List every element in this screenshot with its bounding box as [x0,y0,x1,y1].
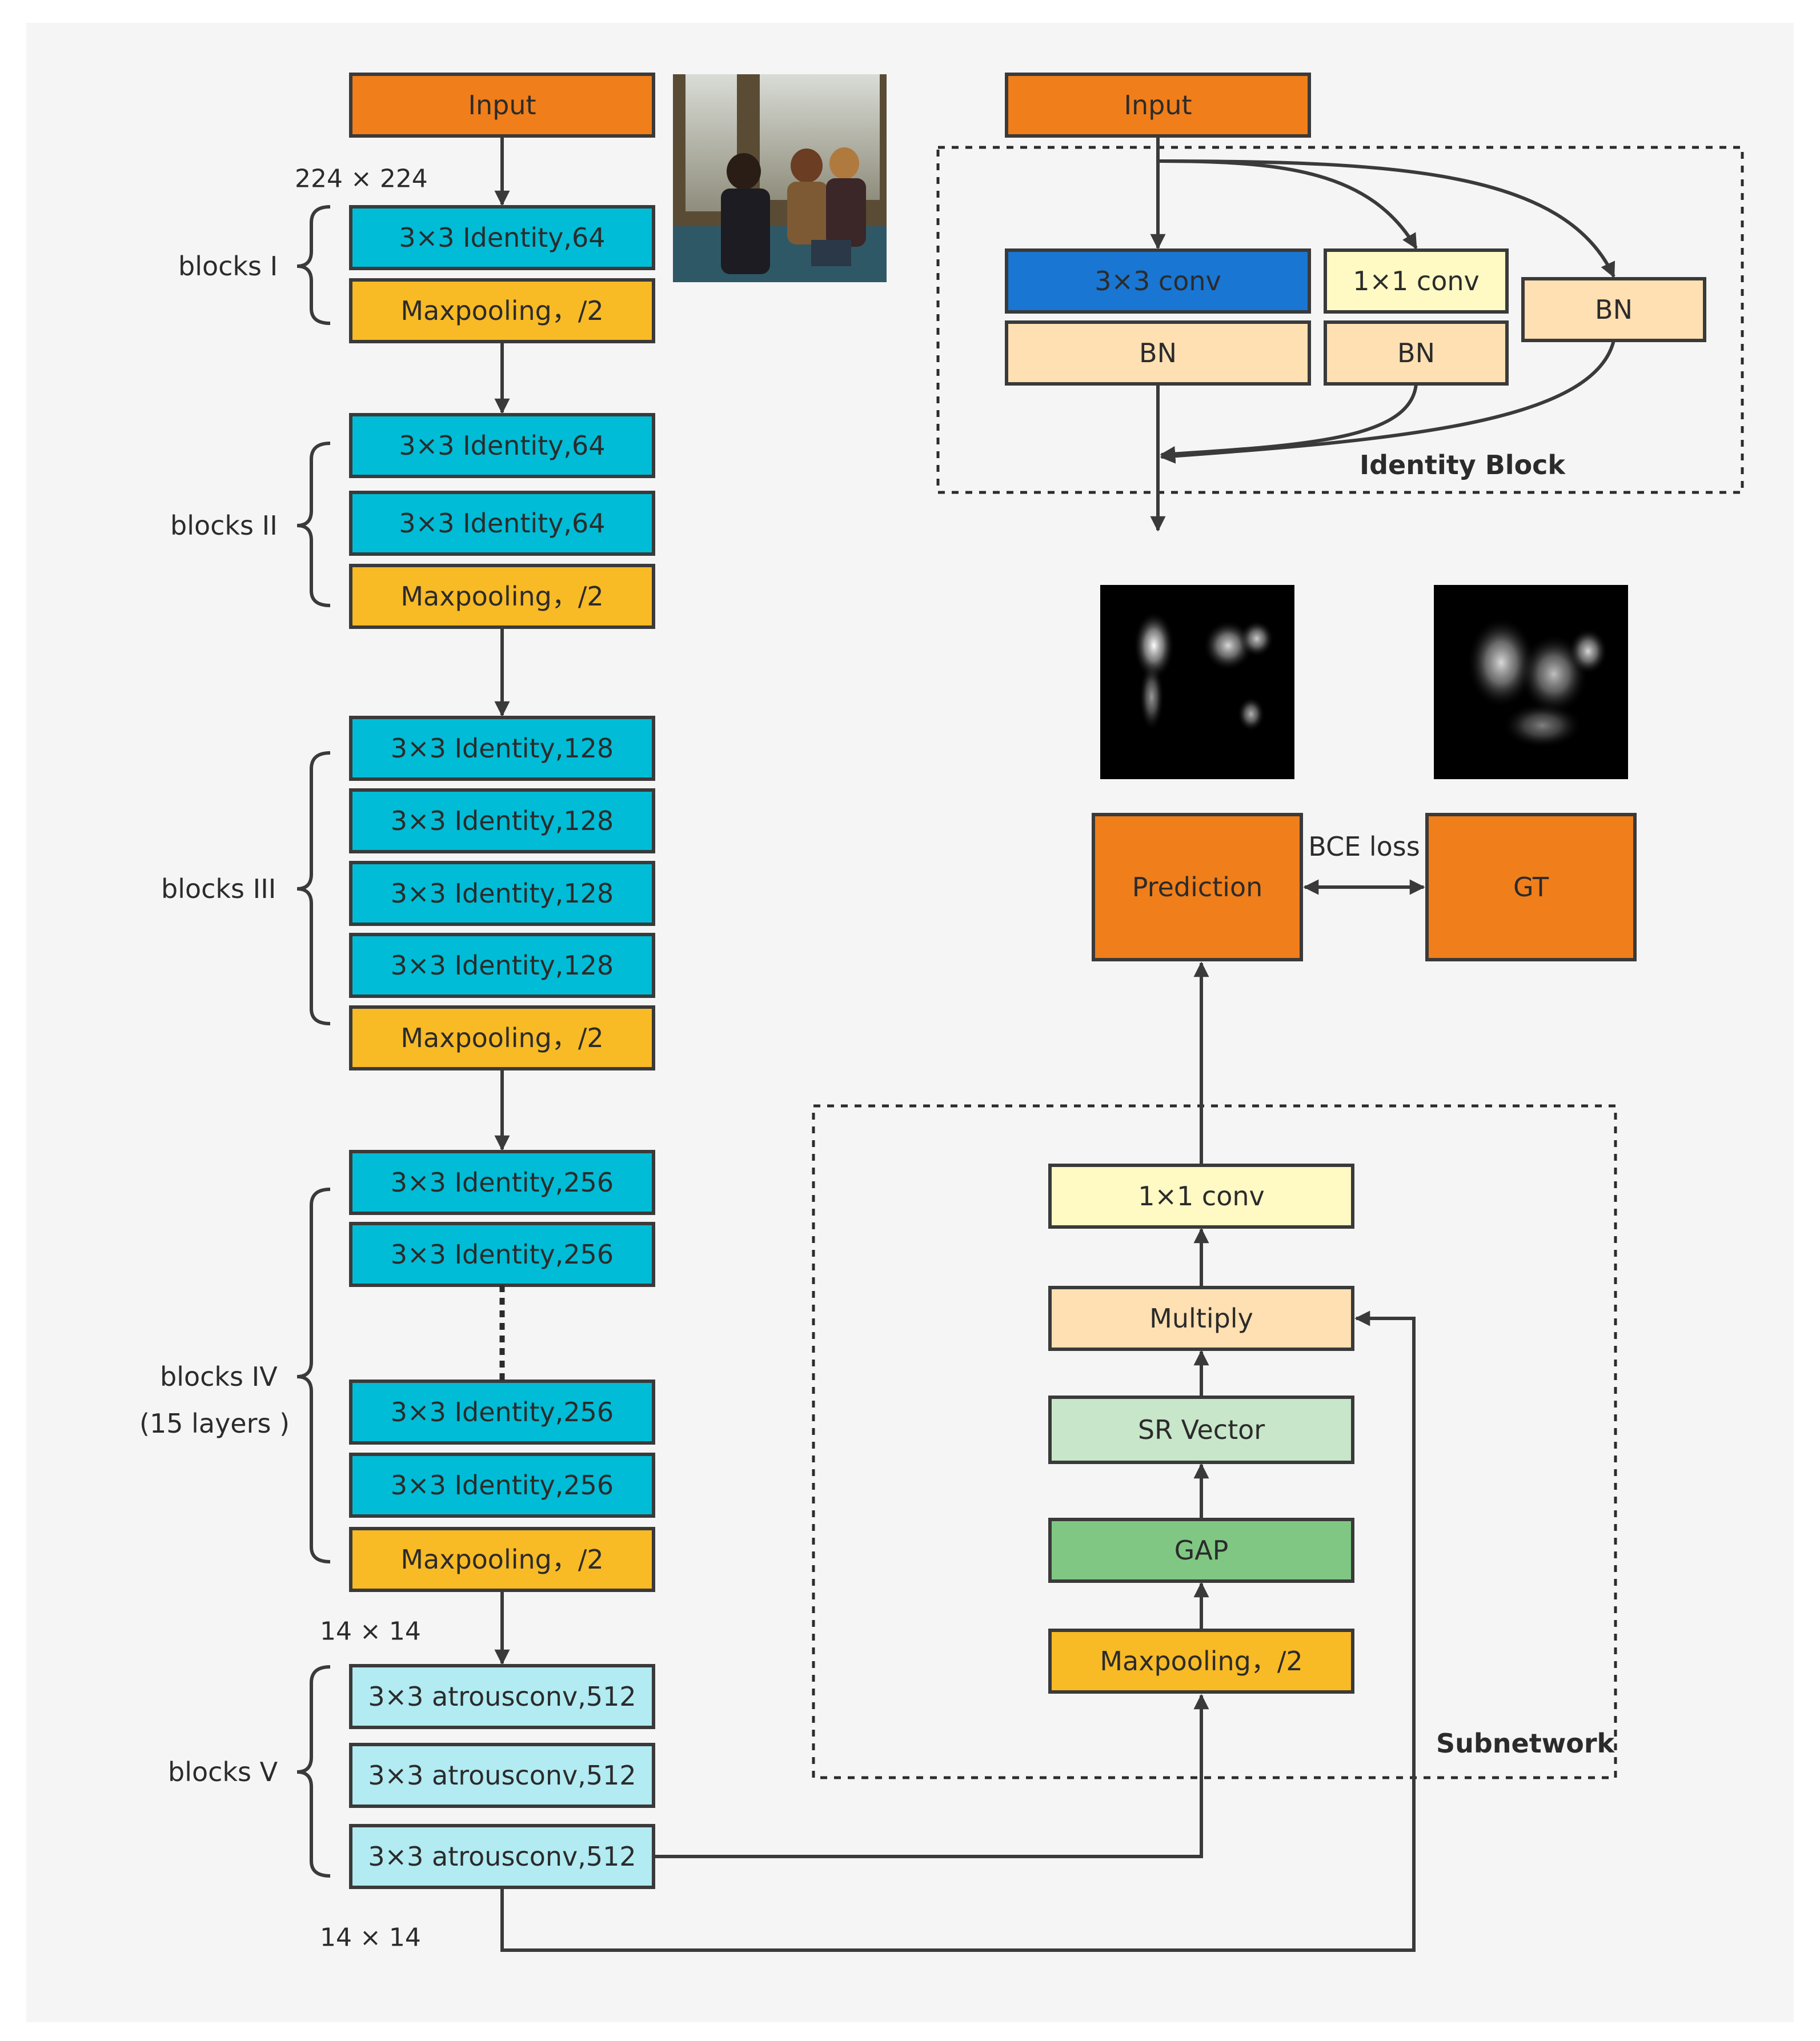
size-after-iv-label: 14 × 14 [320,1617,421,1646]
layer-block5-3-label: 3×3 atrousconv,512 [368,1841,636,1872]
layer-block3-1 [349,716,655,781]
layer-block2-1 [349,413,655,478]
brace-blocks-iv [296,1188,331,1563]
size-after-v-label: 14 × 14 [320,1923,421,1952]
gt-box [1425,813,1637,961]
identity-block: Input Identity Block 3×3 conv BN 1×1 con… [936,73,1744,532]
layer-block3-2 [349,788,655,853]
identity-input-label: Input [1124,90,1192,121]
blocks-i-label: blocks I [178,251,278,282]
subnetwork-border [812,1104,1617,1779]
arrow-identity-input-to-bn [1157,159,1615,278]
layer-block3-4 [349,933,655,998]
sub-maxpool-box [1048,1629,1354,1694]
identity-bn-label-1: BN [1139,338,1177,368]
ground-truth-saliency-map [1434,585,1628,779]
layer-block4-1-label: 3×3 Identity,256 [391,1167,614,1198]
output-section: Prediction GT BCE loss [1092,813,1637,961]
identity-conv3-box [1005,248,1311,314]
brace-blocks-i [296,205,331,325]
prediction-label: Prediction [1132,872,1263,903]
arrow-block5-to-multiply [500,1310,1416,1952]
layer-block4-3 [349,1380,655,1445]
layer-block2-1-label: 3×3 Identity,64 [399,430,605,461]
layer-block2-3-label: Maxpooling，/2 [400,581,603,612]
layer-block3-5-label: Maxpooling，/2 [400,1022,603,1053]
bce-loss-label: BCE loss [1308,831,1420,862]
brace-blocks-v [296,1665,331,1878]
identity-bn-box-1 [1005,320,1311,386]
arrow-block5-to-sub-maxpool [654,1694,1209,1858]
backbone-input-label: Input [468,90,536,121]
identity-block-border [936,146,1744,494]
identity-bn-label-3: BN [1595,294,1633,325]
blocks-iv-sublabel: (15 layers ) [139,1408,290,1439]
layer-block3-3 [349,861,655,926]
subnetwork-title: Subnetwork [1436,1728,1615,1759]
layer-block1-1-label: 3×3 Identity,64 [399,222,605,253]
blocks-iii-label: blocks III [161,873,276,904]
brace-blocks-ii [296,442,331,607]
identity-input-box [1005,73,1311,138]
blocks-v-label: blocks V [168,1757,278,1787]
layer-block4-3-label: 3×3 Identity,256 [391,1397,614,1428]
subnetwork: Subnetwork 1×1 conv Multiply SR Vector G… [500,961,1617,1952]
layer-block1-2-label: Maxpooling，/2 [400,295,603,326]
input-image [673,74,887,282]
layer-block4-5 [349,1527,655,1592]
layer-block3-3-label: 3×3 Identity,128 [391,878,614,909]
identity-bn-box-3 [1521,277,1706,342]
blocks-ii-label: blocks II [170,510,278,541]
blocks-iv-label: blocks IV [160,1361,278,1392]
input-size-label: 224 × 224 [295,165,428,194]
identity-conv3-label: 3×3 conv [1095,266,1221,296]
identity-bn-label-2: BN [1397,338,1435,368]
layer-block2-2-label: 3×3 Identity,64 [399,508,605,539]
sub-maxpool-label: Maxpooling，/2 [1100,1646,1302,1677]
layer-block3-1-label: 3×3 Identity,128 [391,733,614,764]
identity-bn-box-2 [1324,320,1509,386]
layer-block3-2-label: 3×3 Identity,128 [391,805,614,836]
sub-sr-vector-label: SR Vector [1138,1414,1265,1445]
identity-conv1-label: 1×1 conv [1353,266,1480,296]
gt-label: GT [1513,872,1549,903]
layer-block5-2-label: 3×3 atrousconv,512 [368,1760,636,1791]
layer-block2-2 [349,491,655,556]
layer-block5-1-label: 3×3 atrousconv,512 [368,1681,636,1712]
layer-block1-1 [349,205,655,270]
layer-block4-2-label: 3×3 Identity,256 [391,1239,614,1270]
layer-block5-2 [349,1743,655,1808]
layer-block4-1 [349,1150,655,1215]
prediction-box [1092,813,1303,961]
brace-blocks-iii [296,751,331,1025]
backbone-input-box [349,73,655,138]
layer-block5-1 [349,1664,655,1729]
identity-conv1-box [1324,248,1509,314]
arrow-identity-conv1-merge [1160,383,1418,462]
prediction-saliency-map [1100,585,1294,779]
arrow-identity-bn-merge [1160,340,1615,464]
backbone: Input 224 × 224 3×3 Identity,64 Maxpooli… [139,73,655,1952]
layer-block4-4-label: 3×3 Identity,256 [391,1470,614,1501]
identity-block-title: Identity Block [1360,450,1566,480]
sub-multiply-label: Multiply [1149,1303,1253,1334]
layer-block4-5-label: Maxpooling，/2 [400,1544,603,1575]
sub-conv1-label: 1×1 conv [1138,1181,1265,1212]
sub-gap-label: GAP [1174,1535,1229,1566]
layer-block3-4-label: 3×3 Identity,128 [391,950,614,981]
sub-sr-vector-box [1048,1396,1354,1464]
layer-block4-4 [349,1453,655,1518]
